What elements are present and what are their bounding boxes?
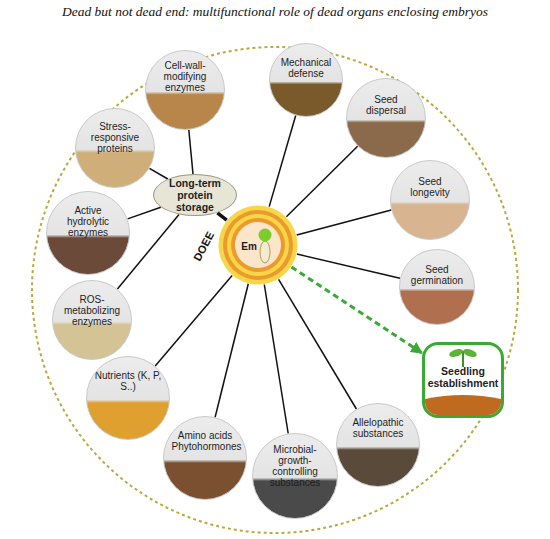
function-circle: Nutrients (K, P, S..) — [86, 356, 170, 440]
node-label: Amino acids Phytohormones — [172, 430, 239, 452]
embryo-cotyledon — [259, 229, 272, 242]
node-label: Cell-wall-modifying enzymes — [153, 60, 217, 93]
enclosing-dashed-circle — [32, 47, 518, 533]
function-circle: Seed dispersal — [346, 78, 426, 158]
inner-core — [235, 222, 281, 268]
function-circle: Microbial-growth-controlling substances — [252, 433, 338, 519]
embryo-axis — [260, 241, 270, 263]
node-label: Em — [238, 240, 260, 253]
node-label: Mechanical defense — [277, 57, 336, 79]
connector-line — [128, 207, 161, 219]
connector-line — [217, 213, 226, 220]
connector-line — [155, 276, 232, 367]
node-label: Nutrients (K, P, S..) — [95, 370, 162, 392]
leaf — [462, 347, 478, 358]
function-circle: Seed germination — [399, 249, 475, 325]
connector-line — [297, 210, 392, 235]
connector-line — [215, 284, 248, 417]
function-circle: Allelopathic substances — [336, 403, 420, 487]
protein-function-circle: ROS-metabolizing enzymes — [52, 280, 132, 360]
node-label: Seed longevity — [398, 176, 462, 198]
connector-line — [279, 279, 357, 409]
ring — [223, 210, 293, 280]
embryo-rings — [218, 205, 298, 285]
protein-function-circle: Active hydrolytic enzymes — [46, 191, 130, 275]
connector-line — [264, 285, 288, 434]
ring — [231, 218, 285, 272]
node-label: Active hydrolytic enzymes — [55, 205, 122, 238]
node-label: Microbial-growth-controlling substances — [261, 444, 330, 488]
connector-line — [150, 168, 168, 179]
node-label: Long-term protein storage — [160, 177, 230, 213]
function-circle: Amino acids Phytohormones — [163, 416, 247, 500]
storage-ellipse: Long-term protein storage — [153, 174, 237, 216]
ring — [227, 214, 289, 276]
protein-function-circle: Stress-responsive proteins — [75, 108, 155, 188]
node-label: DOEE — [190, 226, 218, 266]
connector-line — [189, 130, 193, 174]
node-label: Stress-responsive proteins — [83, 121, 147, 154]
node-label: Seedling establishment — [426, 365, 500, 389]
soil — [425, 395, 501, 415]
node-label: ROS-metabolizing enzymes — [60, 294, 124, 327]
connector-line — [269, 116, 296, 207]
protein-function-circle: Cell-wall-modifying enzymes — [145, 50, 225, 130]
node-label: Seed germination — [407, 264, 468, 286]
connector-line — [286, 146, 357, 217]
connector-line — [297, 254, 400, 278]
function-circle: Seed longevity — [390, 160, 470, 240]
embryo-rings-node: DOEEEm — [218, 205, 298, 285]
function-circle: Mechanical defense — [269, 43, 343, 117]
node-label: Seed dispersal — [354, 94, 418, 116]
outcome-box: Seedling establishment — [422, 342, 504, 418]
embryo-label-node: Em — [238, 240, 260, 253]
ring — [219, 206, 298, 285]
stem — [462, 351, 464, 367]
leaf — [448, 347, 464, 358]
figure-title: Dead but not dead end: multifunctional r… — [0, 4, 550, 20]
node-label: Allelopathic substances — [345, 417, 412, 439]
